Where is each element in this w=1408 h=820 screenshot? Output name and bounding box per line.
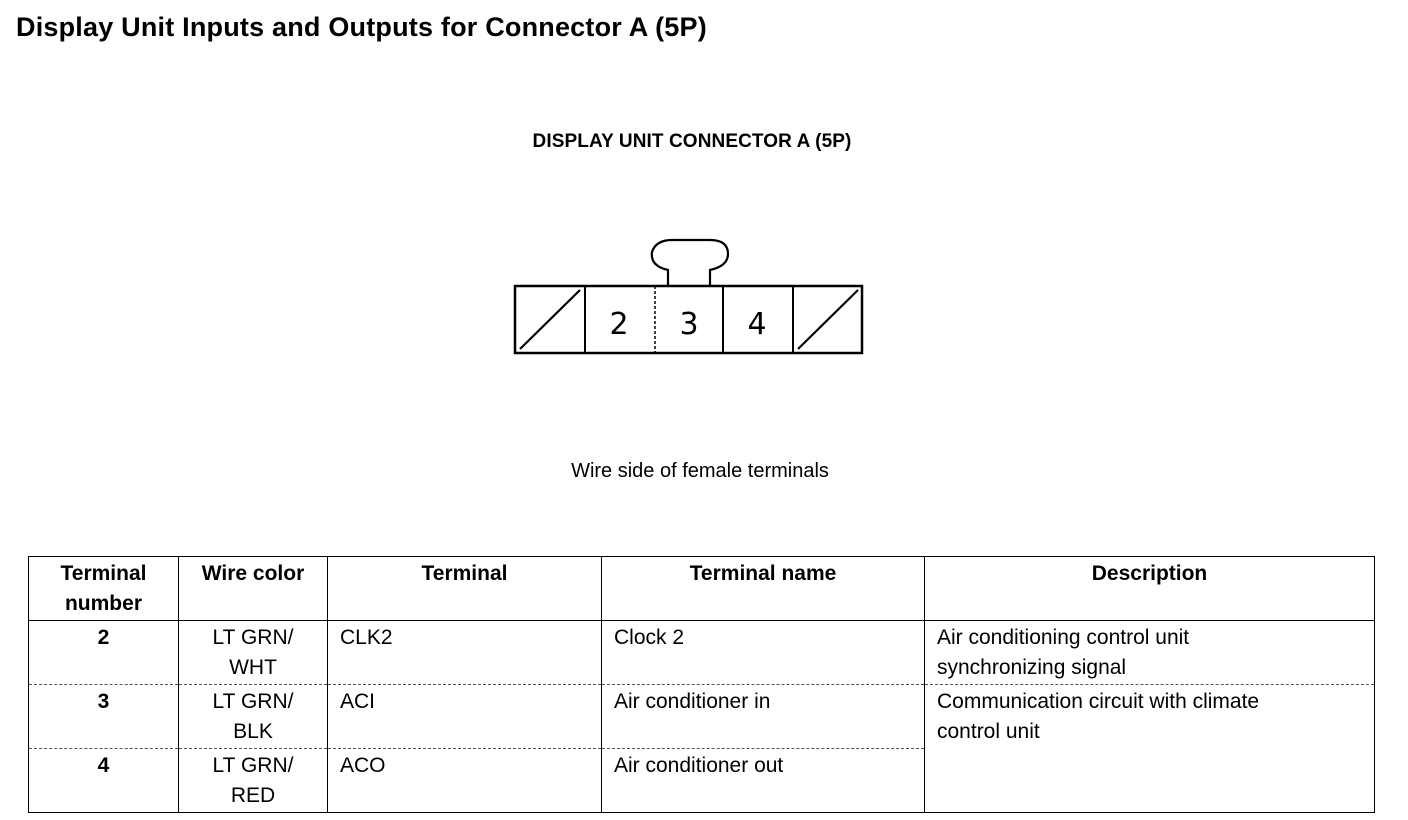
cell-description: Communication circuit with climate contr… (924, 684, 1375, 813)
pin-label-4: 4 (747, 307, 766, 342)
connector-title: DISPLAY UNIT CONNECTOR A (5P) (532, 131, 852, 152)
cell-terminal-number: 2 (28, 620, 179, 685)
header-terminal-name: Terminal name (601, 556, 925, 621)
wire-side-caption: Wire side of female terminals (571, 460, 829, 482)
description-line2: synchronizing signal (937, 656, 1127, 679)
cell-wire-color: LT GRN/ RED (178, 748, 328, 813)
cell-description: Air conditioning control unit synchroniz… (924, 620, 1375, 685)
wire-color-line1: LT GRN/ (212, 754, 294, 777)
header-terminal-number: Terminal number (28, 556, 179, 621)
pin-label-3: 3 (679, 307, 698, 342)
cell-terminal-number: 4 (28, 748, 179, 813)
header-terminal-number-line1: Terminal (60, 562, 147, 585)
cell-wire-color: LT GRN/ WHT (178, 620, 328, 685)
table-header-row: Terminal number Wire color Terminal Term… (28, 556, 1375, 621)
table-row: 4 LT GRN/ RED ACO Air conditioner out (28, 748, 1375, 813)
description-line1: Air conditioning control unit (937, 626, 1190, 649)
connector-diagram: 2 3 4 (513, 238, 864, 355)
wire-color-line2: BLK (233, 720, 273, 743)
wire-color-line1: LT GRN/ (212, 626, 294, 649)
page-title: Display Unit Inputs and Outputs for Conn… (16, 12, 707, 42)
pin-label-2: 2 (609, 307, 628, 342)
table-row: 3 LT GRN/ BLK ACI Air conditioner in Com… (28, 684, 1375, 813)
cell-wire-color: LT GRN/ BLK (178, 684, 328, 749)
cell-terminal: ACI (327, 684, 602, 749)
cell-terminal: CLK2 (327, 620, 602, 685)
connector-lock-tab (650, 238, 730, 286)
cell-terminal-name: Air conditioner in (601, 684, 925, 749)
cell-terminal-name: Clock 2 (601, 620, 925, 685)
io-table: Terminal number Wire color Terminal Term… (28, 556, 1375, 813)
description-line1: Communication circuit with climate (937, 690, 1260, 713)
cell-terminal: ACO (327, 748, 602, 813)
header-terminal-number-line2: number (64, 592, 142, 615)
table-row: 2 LT GRN/ WHT CLK2 Clock 2 Air condition… (28, 620, 1375, 685)
wire-color-line2: RED (230, 784, 276, 807)
wire-color-line2: WHT (229, 656, 277, 679)
pin1-empty-slash (519, 289, 581, 350)
header-terminal: Terminal (327, 556, 602, 621)
cell-terminal-number: 3 (28, 684, 179, 749)
wire-color-line1: LT GRN/ (212, 690, 294, 713)
pin5-empty-slash (797, 289, 859, 350)
header-description: Description (924, 556, 1375, 621)
header-wire-color: Wire color (178, 556, 328, 621)
cell-terminal-name: Air conditioner out (601, 748, 925, 813)
description-line2: control unit (937, 720, 1040, 743)
